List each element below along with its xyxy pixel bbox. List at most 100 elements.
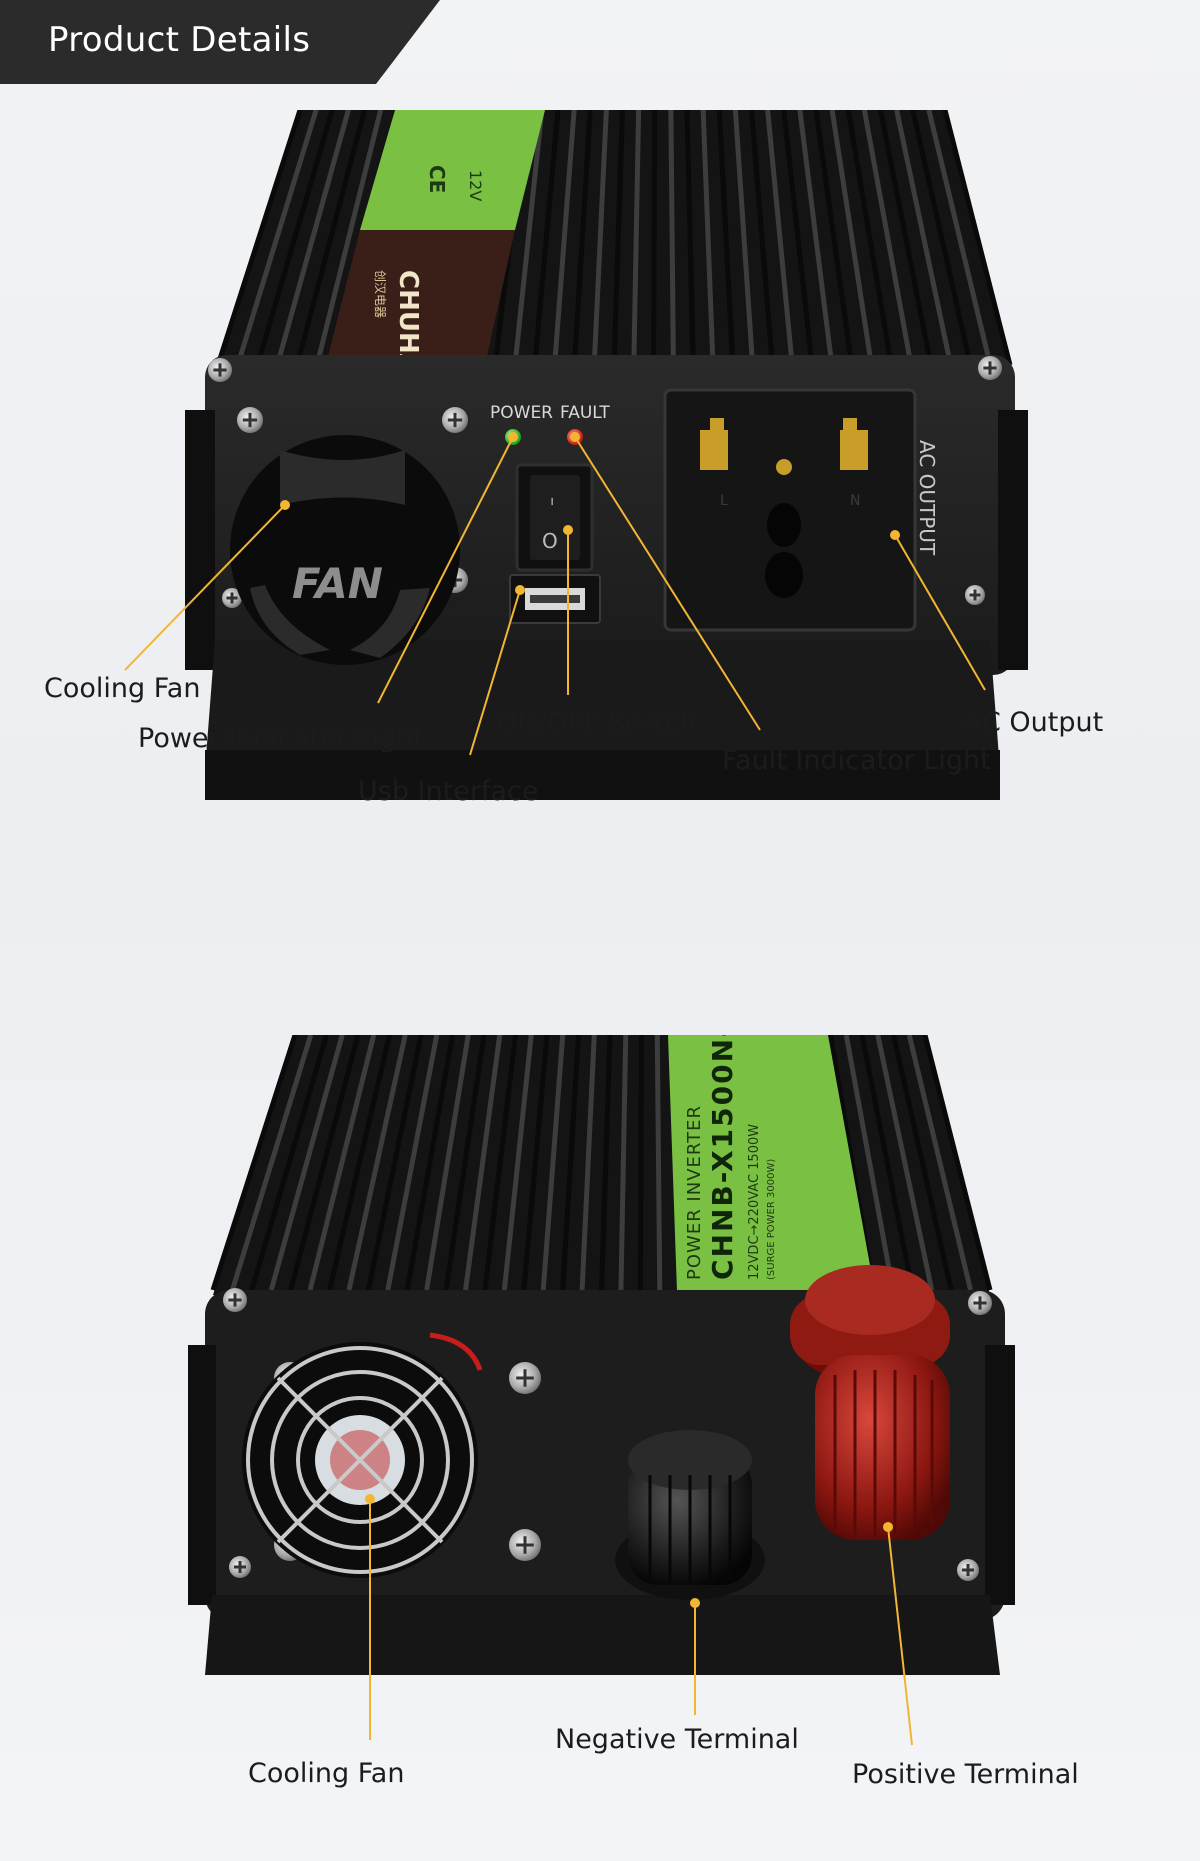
screw-slot <box>242 412 258 428</box>
heatsink-fin <box>274 110 351 366</box>
heatsink-fin <box>829 110 874 366</box>
heatsink-fin <box>845 110 894 366</box>
heatsink-fin <box>482 1035 518 1291</box>
callout-onoff-switch: ON/OFF Switch <box>496 707 697 738</box>
screw-slot <box>969 589 981 601</box>
heatsink-fin <box>910 110 973 366</box>
heatsink-fin <box>781 110 815 366</box>
heatsink-fin <box>521 1035 550 1291</box>
cooling-fan-icon: FAN <box>230 435 460 665</box>
sticker-line3: 12VDC→220VAC 1500W <box>747 1124 762 1280</box>
heatsink-fin <box>210 1035 298 1291</box>
sticker-line2: CHNB-X1500N-212 <box>706 1035 739 1280</box>
screw-slot <box>213 363 227 377</box>
power-indicator-text: POWER <box>490 403 553 423</box>
rear-view-image: POWER INVERTER CHNB-X1500N-212 12VDC→220… <box>0 1035 1200 1835</box>
heatsink-fin <box>797 110 835 366</box>
rear-cooling-fan-icon <box>242 1332 483 1578</box>
header-tab: Product Details <box>0 0 440 84</box>
socket-pin-l: L <box>720 493 728 509</box>
heatsink-fin <box>875 1035 935 1291</box>
inverter-rear-top <box>210 1035 993 1295</box>
sticker-line4: (SURGE POWER 3000W) <box>766 1159 777 1280</box>
screw-slot <box>973 1296 987 1310</box>
fault-indicator-text: FAULT <box>560 403 610 423</box>
callout-fault-indicator: Fault Indicator Light <box>722 745 991 776</box>
heatsink-fin <box>891 1035 954 1291</box>
heatsink-fin <box>618 1035 629 1291</box>
heatsink-fin <box>749 110 775 366</box>
heatsink-fin <box>765 110 795 366</box>
front-callout-lines <box>124 436 986 756</box>
screw-slot <box>516 1536 534 1554</box>
heatsink-fin <box>654 1035 663 1291</box>
heatsink-fin <box>532 110 561 366</box>
heatsink-fin <box>443 1035 487 1291</box>
heatsink-fin <box>235 110 319 366</box>
heatsink-fin <box>288 1035 361 1291</box>
brand-label: 12V CE CHUHAN 创汉电器 <box>320 110 545 396</box>
heatsink-fin <box>611 110 625 366</box>
socket-pin-n: N <box>850 493 860 509</box>
heatsink-fin <box>365 1035 424 1291</box>
heatsink-fin <box>294 110 367 366</box>
heatsink-fin <box>859 1035 915 1291</box>
rear-inverter-illustration: POWER INVERTER CHNB-X1500N-212 12VDC→220… <box>188 1035 1015 1746</box>
screw-slot <box>447 412 463 428</box>
callout-power-indicator: Power Indicator Light <box>138 723 424 754</box>
heatsink-fin <box>268 1035 345 1291</box>
callout-usb-interface: Usb Interface <box>358 776 539 807</box>
brand-sub-text: 创汉电器 <box>373 270 387 318</box>
screw-slot <box>961 1563 975 1577</box>
rear-callout-lines <box>369 1499 913 1746</box>
ac-socket-icon: L N AC OUTPUT <box>663 388 939 632</box>
callout-cooling-fan: Cooling Fan <box>44 673 201 704</box>
negative-terminal-icon <box>615 1430 765 1600</box>
heatsink-fin <box>327 1035 392 1291</box>
heatsink-fin <box>861 110 914 366</box>
heatsink-fin <box>813 110 855 366</box>
heatsink-fin <box>591 110 609 366</box>
heatsink-fin <box>552 110 577 366</box>
sticker-line1: POWER INVERTER <box>684 1105 705 1280</box>
heatsink-fin <box>732 110 756 366</box>
heatsink-fin <box>314 110 384 366</box>
heatsink-fin <box>571 110 593 366</box>
front-inverter-illustration: 12V CE CHUHAN 创汉电器 FAN POWER <box>124 110 1028 800</box>
heatsink-fin <box>878 110 934 366</box>
heatsink-fin <box>579 1035 597 1291</box>
heatsink-fin <box>922 1035 993 1291</box>
screw-slot <box>226 592 238 604</box>
switch-off-mark: O <box>542 529 558 553</box>
heatsink-fin <box>230 1035 314 1291</box>
heatsink-fin <box>249 1035 329 1291</box>
callout-rear-cooling-fan: Cooling Fan <box>248 1758 405 1789</box>
heatsink-fin <box>215 110 303 366</box>
heatsink-fin <box>307 1035 377 1291</box>
rating-text: 12V <box>466 170 485 201</box>
fan-label-text: FAN <box>292 559 383 608</box>
heatsink-fin <box>716 110 736 366</box>
heatsink-fin <box>631 110 642 366</box>
heatsink-fin <box>843 1035 896 1291</box>
page-title: Product Details <box>48 20 311 60</box>
heatsink-fin <box>512 110 545 366</box>
heatsink-fin <box>651 110 658 366</box>
heatsink-fin <box>255 110 335 366</box>
positive-terminal-icon <box>790 1265 950 1540</box>
heatsink-fin <box>346 1035 408 1291</box>
screw-slot <box>233 1560 247 1574</box>
onoff-switch-icon: – O <box>515 463 594 572</box>
heatsink-fin <box>906 1035 974 1291</box>
ac-output-side-text: AC OUTPUT <box>915 440 939 556</box>
front-view-image: 12V CE CHUHAN 创汉电器 FAN POWER <box>0 110 1200 930</box>
heatsink-fin <box>540 1035 566 1291</box>
heatsink-fin <box>700 110 716 366</box>
screw-slot <box>516 1369 534 1387</box>
heatsink-fin <box>463 1035 503 1291</box>
model-sticker: POWER INVERTER CHNB-X1500N-212 12VDC→220… <box>668 1035 880 1320</box>
heatsink-fin <box>385 1035 440 1291</box>
usb-port-icon <box>509 574 601 624</box>
heatsink-fin <box>926 110 993 366</box>
callout-ac-output: AC Output <box>964 707 1104 738</box>
